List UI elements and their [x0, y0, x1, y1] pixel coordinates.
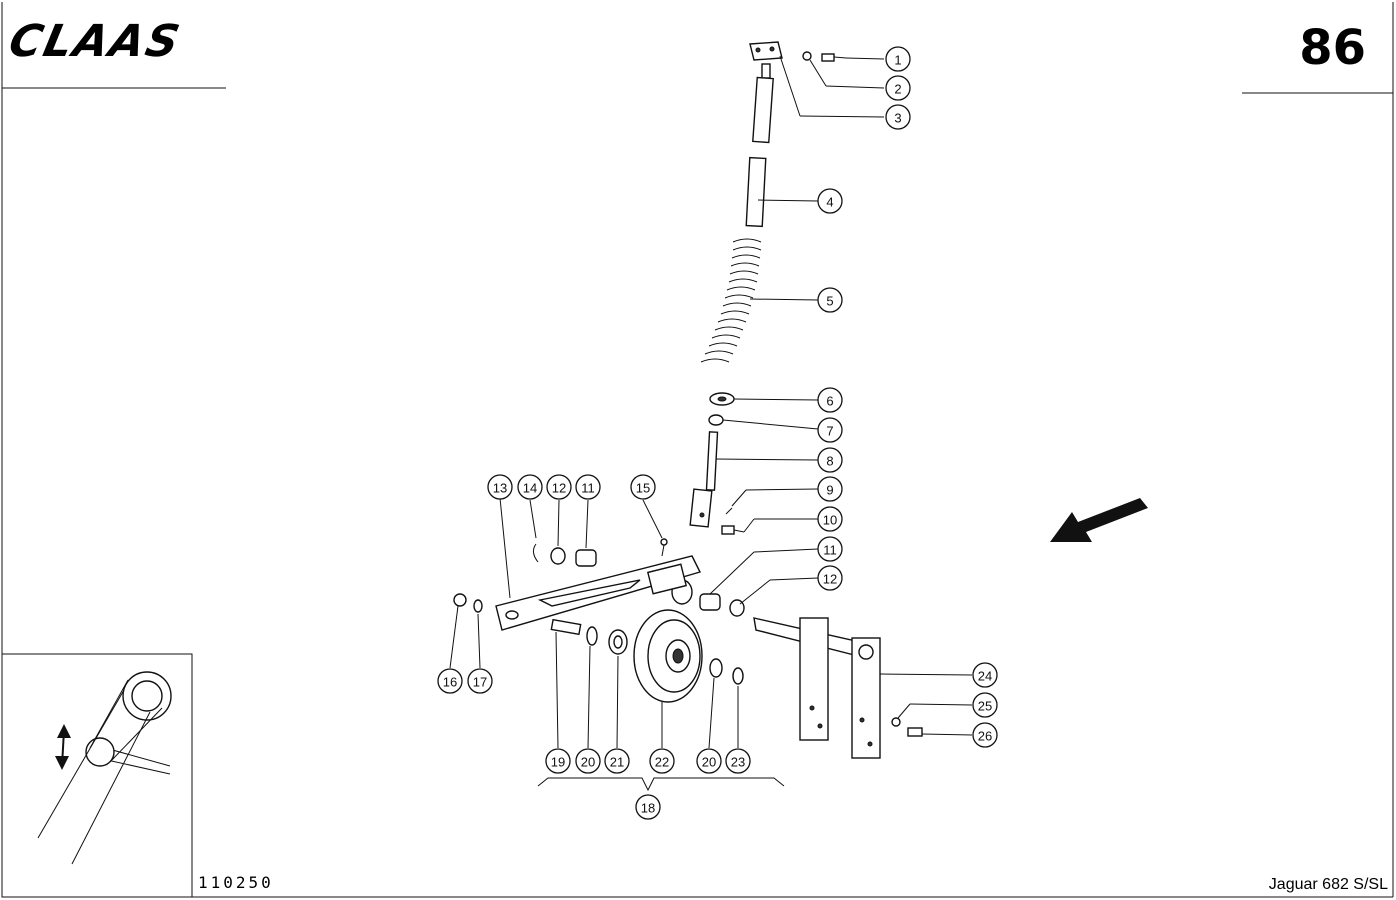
svg-text:24: 24	[978, 669, 992, 684]
lock-nut	[453, 593, 467, 607]
washer-left	[473, 599, 483, 613]
grease-nipple	[660, 538, 668, 557]
svg-text:19: 19	[551, 755, 565, 770]
model-name: Jaguar 682 S/SL	[1268, 876, 1388, 893]
svg-text:4: 4	[826, 195, 833, 210]
bushing-ring-left	[550, 547, 566, 565]
callout-10: 10	[817, 506, 843, 532]
svg-text:6: 6	[826, 394, 833, 409]
up-down-arrow-icon	[55, 724, 71, 770]
svg-text:7: 7	[826, 424, 833, 439]
svg-text:12: 12	[823, 572, 837, 587]
svg-text:11: 11	[581, 481, 595, 496]
callout-8: 8	[817, 447, 843, 473]
callout-22: 22	[649, 748, 675, 774]
clevis-fork	[689, 488, 713, 528]
callout-1: 1	[885, 46, 911, 72]
page-number: 86	[1299, 20, 1366, 76]
callout-14: 14	[517, 474, 543, 500]
svg-text:22: 22	[655, 755, 669, 770]
svg-text:1: 1	[894, 53, 901, 68]
svg-text:16: 16	[443, 675, 457, 690]
svg-text:13: 13	[493, 481, 507, 496]
bracket-plate	[749, 41, 783, 61]
svg-text:17: 17	[473, 675, 487, 690]
svg-text:25: 25	[978, 699, 992, 714]
callout-5: 5	[817, 287, 843, 313]
callout-20-right: 20	[696, 748, 722, 774]
bushing-right	[699, 593, 721, 611]
drawing-number: 110250	[198, 873, 274, 892]
svg-text:18: 18	[641, 801, 655, 816]
snap-ring-left	[586, 626, 598, 646]
svg-text:20: 20	[581, 755, 595, 770]
svg-text:3: 3	[894, 111, 901, 126]
callout-25: 25	[972, 692, 998, 718]
nut-part	[708, 414, 724, 426]
svg-text:23: 23	[731, 755, 745, 770]
callout-17: 17	[467, 668, 493, 694]
svg-text:26: 26	[978, 729, 992, 744]
direction-arrow-icon	[1050, 498, 1148, 542]
snap-ring-right	[709, 658, 723, 678]
callout-15: 15	[630, 474, 656, 500]
callout-13: 13	[487, 474, 513, 500]
inset-belt-diagram	[37, 671, 172, 865]
callout-12-right: 12	[817, 565, 843, 591]
threaded-rod	[705, 431, 719, 491]
callout-11-left: 11	[575, 474, 601, 500]
callout-2: 2	[885, 75, 911, 101]
callout-12-left: 12	[546, 474, 572, 500]
svg-text:5: 5	[826, 294, 833, 309]
ball-bearing	[608, 629, 628, 655]
svg-text:11: 11	[823, 543, 837, 558]
callout-3: 3	[885, 104, 911, 130]
callout-23: 23	[725, 748, 751, 774]
callout-7: 7	[817, 417, 843, 443]
cotter-pin	[725, 507, 733, 515]
washer-part	[802, 51, 812, 61]
callout-26: 26	[972, 722, 998, 748]
clevis-pin	[721, 525, 745, 535]
callout-20-left: 20	[575, 748, 601, 774]
compression-spring	[700, 238, 762, 363]
callout-11-right: 11	[817, 536, 843, 562]
svg-text:12: 12	[552, 481, 566, 496]
tube-part	[745, 156, 767, 228]
callout-16: 16	[437, 668, 463, 694]
svg-text:21: 21	[610, 755, 624, 770]
callout-6: 6	[817, 387, 843, 413]
svg-text:9: 9	[826, 483, 833, 498]
spring-seat	[709, 392, 735, 406]
svg-text:2: 2	[894, 82, 901, 97]
svg-text:15: 15	[636, 481, 650, 496]
callout-4: 4	[817, 188, 843, 214]
circlip-part	[732, 667, 744, 685]
callout-18: 18	[635, 794, 661, 820]
callout-21: 21	[604, 748, 630, 774]
upper-rod	[752, 63, 774, 144]
callout-19: 19	[545, 748, 571, 774]
bolt-bracket	[907, 727, 923, 737]
callout-9: 9	[817, 476, 843, 502]
svg-text:10: 10	[823, 513, 837, 528]
bolt-part	[821, 53, 847, 62]
callout-24: 24	[972, 662, 998, 688]
clip-part	[532, 543, 539, 563]
v-belt-pulley	[633, 609, 703, 703]
bushing-left	[575, 549, 597, 567]
pulley-shaft	[550, 618, 582, 636]
tensioner-arm	[495, 555, 702, 631]
washer-bracket	[891, 717, 901, 727]
leader-lines	[449, 55, 973, 792]
svg-text:8: 8	[826, 454, 833, 469]
svg-text:14: 14	[523, 481, 537, 496]
svg-text:20: 20	[702, 755, 716, 770]
mounting-bracket	[753, 617, 881, 759]
